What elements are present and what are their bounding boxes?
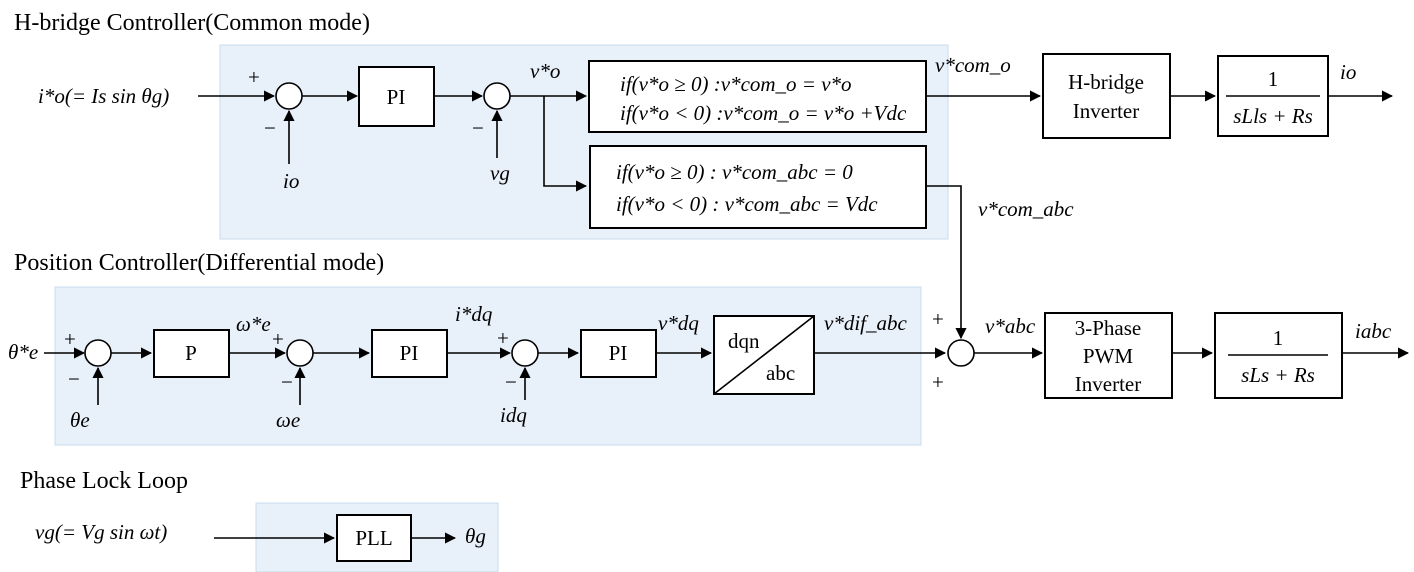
- summing-junction-4: [286, 339, 314, 367]
- summing-junction-2: [483, 82, 511, 110]
- pi-block-common: [358, 66, 435, 127]
- pll-output-label: θg: [465, 524, 486, 548]
- pi-block-current-label: PI: [609, 341, 628, 365]
- vcom-o-label: v*com_o: [935, 53, 1011, 77]
- cond1-line2: if(v*o < 0) :v*com_o = v*o +Vdc: [620, 101, 907, 125]
- sum1-minus: −: [264, 116, 276, 140]
- iabc-output-label: iabc: [1355, 319, 1392, 343]
- idq-ref-label: i*dq: [455, 302, 493, 326]
- pwm-label-line2: PWM: [1083, 344, 1134, 368]
- cond2-line1: if(v*o ≥ 0) : v*com_abc = 0: [616, 160, 853, 184]
- tf-s-denominator: sLs + Rs: [1241, 363, 1315, 387]
- vcom-abc-arrow: [926, 185, 967, 340]
- theta-feedback-label: θe: [70, 408, 90, 432]
- transform-abc-label: abc: [766, 361, 795, 385]
- pwm-label-line1: 3-Phase: [1075, 316, 1142, 340]
- hbridge-inverter-block: [1042, 53, 1171, 139]
- p-block-label: P: [185, 341, 197, 365]
- three-phase-pwm-inverter-block: [1044, 312, 1173, 399]
- p-block: [153, 329, 230, 378]
- vo-star-label: v*o: [530, 59, 560, 83]
- hbridge-label-line2: Inverter: [1073, 99, 1139, 123]
- tf-ls-numerator: 1: [1268, 67, 1279, 91]
- vdif-label: v*dif_abc: [824, 311, 907, 335]
- section-title-differential: Position Controller(Differential mode): [14, 250, 384, 276]
- section-title-common: H-bridge Controller(Common mode): [14, 10, 370, 36]
- sum3-plus: +: [64, 327, 76, 351]
- pwm-label-line3: Inverter: [1075, 372, 1141, 396]
- theta-ref-label: θ*e: [8, 340, 38, 364]
- transform-dqn-label: dqn: [728, 329, 760, 353]
- pll-block: [336, 514, 412, 562]
- io-output-label: io: [1340, 60, 1356, 84]
- io-feedback-label: io: [283, 169, 299, 193]
- pll-input-label: vg(= Vg sin ωt): [35, 520, 167, 544]
- summing-junction-6: [947, 339, 975, 367]
- sum4-plus: +: [272, 327, 284, 351]
- pi-block-speed-label: PI: [400, 341, 419, 365]
- summing-junction-1: [275, 82, 303, 110]
- sum5-plus: +: [497, 326, 509, 350]
- hbridge-label-line1: H-bridge: [1068, 70, 1144, 94]
- pll-block-label: PLL: [355, 526, 392, 550]
- section-title-pll: Phase Lock Loop: [20, 468, 188, 494]
- tf-s-numerator: 1: [1273, 326, 1284, 350]
- sum5-minus: −: [505, 370, 517, 394]
- cond2-line2: if(v*o < 0) : v*com_abc = Vdc: [616, 192, 878, 216]
- vabc-label: v*abc: [985, 314, 1036, 338]
- vg-feedforward-label: vg: [490, 161, 510, 185]
- omega-feedback-label: ωe: [276, 408, 300, 432]
- sum1-plus: +: [248, 65, 260, 89]
- pi-block-common-label: PI: [387, 85, 406, 109]
- condition-block-com-abc: [589, 145, 927, 229]
- idq-feedback-label: idq: [500, 403, 527, 427]
- summing-junction-3: [84, 339, 112, 367]
- transform-diagonal: [713, 315, 815, 395]
- sum4-minus: −: [281, 370, 293, 394]
- omega-ref-label: ω*e: [236, 312, 271, 336]
- common-input-label: i*o(= Is sin θg): [38, 84, 169, 108]
- vo-to-cond2-arrow: [543, 96, 588, 192]
- vcom-abc-label: v*com_abc: [978, 197, 1074, 221]
- sum6-plus-bottom: +: [932, 370, 944, 394]
- summing-junction-5: [511, 339, 539, 367]
- vdq-ref-label: v*dq: [658, 311, 699, 335]
- sum6-plus-top: +: [932, 307, 944, 331]
- sum3-minus: −: [68, 367, 80, 391]
- condition-block-com-o: [588, 60, 927, 133]
- cond1-line1: if(v*o ≥ 0) :v*com_o = v*o: [620, 72, 852, 96]
- sum2-minus: −: [472, 116, 484, 140]
- pi-block-speed: [371, 329, 448, 378]
- tf-ls-denominator: sLls + Rs: [1233, 104, 1313, 128]
